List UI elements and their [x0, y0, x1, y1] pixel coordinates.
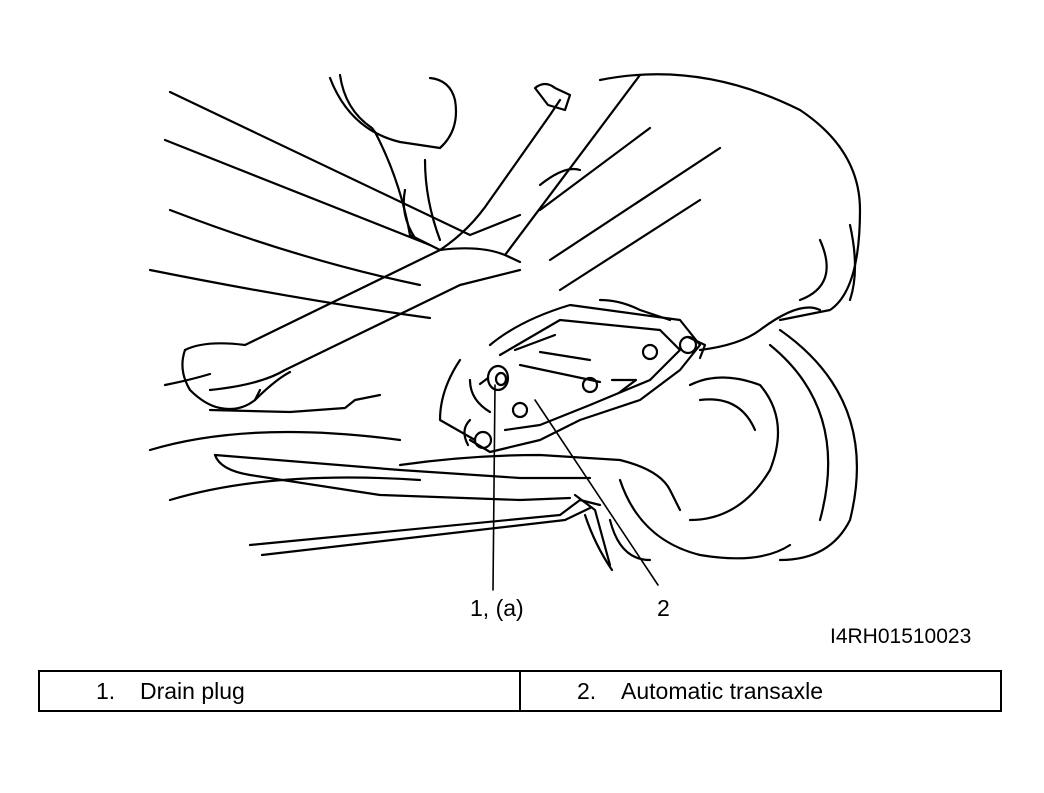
legend-item-label: Drain plug	[140, 677, 245, 704]
legend-table: 1. Drain plug 2. Automatic transaxle	[38, 670, 1002, 712]
callout-1-label: 1, (a)	[470, 595, 524, 621]
figure-reference-code: I4RH01510023	[830, 625, 971, 648]
legend-item-automatic-transaxle: 2. Automatic transaxle	[519, 672, 1000, 710]
callout-leaders	[492, 384, 659, 591]
legend-item-label: Automatic transaxle	[621, 677, 823, 704]
legend-item-number: 2.	[577, 677, 597, 704]
legend-item-number: 1.	[96, 677, 116, 704]
callout-2-label: 2	[657, 595, 670, 621]
legend-item-drain-plug: 1. Drain plug	[40, 672, 519, 710]
vehicle-underbody-lines	[148, 73, 862, 572]
drain-plug-shape	[478, 364, 510, 392]
